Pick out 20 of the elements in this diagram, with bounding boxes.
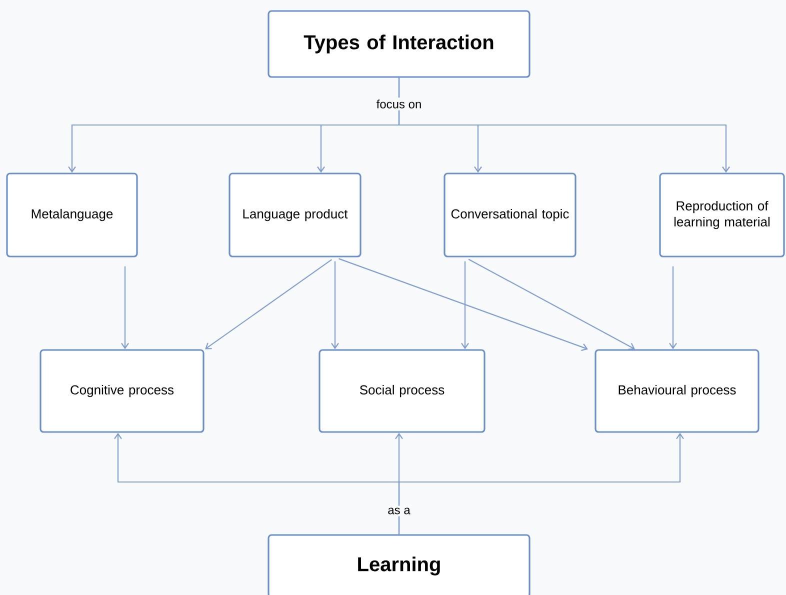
arrow [669, 266, 677, 350]
arrow [468, 258, 635, 350]
concept-box: Metalanguage [6, 172, 138, 258]
arrow [205, 259, 332, 350]
concept-box: Conversational topic [444, 172, 576, 258]
concept-box: Reproduction of learning material [659, 172, 785, 258]
concept-box: Language product [228, 172, 362, 258]
learning-box: Learning [268, 534, 530, 595]
arrow [121, 266, 129, 350]
arrow [331, 261, 339, 350]
process-box: Cognitive process [40, 349, 204, 433]
process-box: Behavioural process [594, 349, 760, 433]
title-box: Types of Interaction [268, 10, 530, 78]
process-box: Social process [318, 349, 486, 433]
edge-label: as a [386, 506, 412, 516]
edge-label: focus on [374, 98, 424, 110]
arrow [398, 78, 730, 173]
arrow [461, 261, 469, 350]
arrow [338, 258, 588, 351]
arrow [398, 432, 684, 534]
